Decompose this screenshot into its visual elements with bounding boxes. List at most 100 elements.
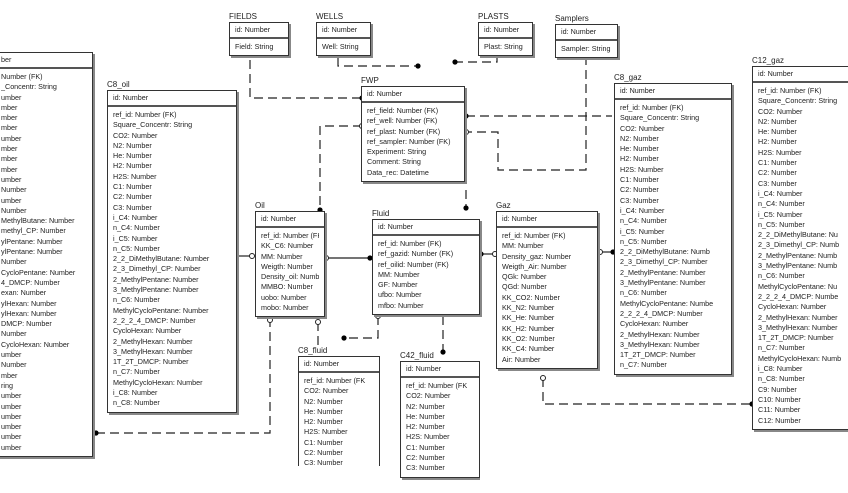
entity-attribute: 1T_2T_DMCP: Number [758, 333, 834, 343]
entity-attribute: H2: Number [758, 137, 797, 147]
entity-attribute: 1T_2T_DMCP: Number [113, 357, 189, 367]
entity-attribute: MMBO: Number [261, 282, 313, 292]
entity-title: WELLS [316, 12, 344, 21]
entity-attribute: C3: Number [620, 195, 659, 205]
entity-attribute: 1T_2T_DMCP: Number [620, 350, 696, 360]
entity-attribute: umber [1, 391, 22, 401]
endpoint-dot [440, 349, 446, 355]
entity-attribute: Square_Concentr: String [620, 113, 700, 123]
entity-attribute: _Concentr: String [1, 82, 57, 92]
entity-attrs: Field: String [230, 39, 288, 55]
entity-attribute: Square_Concentr: String [113, 120, 193, 130]
entity-attribute: 3_MethylPentane: Number [113, 285, 199, 295]
entity-attribute: He: Number [113, 151, 152, 161]
endpoint-dot [452, 59, 458, 65]
entity-plasts[interactable]: PLASTS id: Number Plast: String [478, 12, 533, 57]
entity-fields[interactable]: FIELDS id: Number Field: String [229, 12, 289, 57]
entity-c8-gaz[interactable]: C8_gaz id: Number ref_id: Number (FK)Squ… [614, 73, 732, 375]
entity-title: Gaz [496, 201, 511, 210]
entity-attribute: ylPentane: Number [1, 236, 63, 246]
entity-attrs: Sampler: String [556, 41, 617, 57]
entity-attribute: 2_2_DiMethylButane: Numb [620, 247, 710, 257]
entity-attribute: 2_3_Dimethyl_CP: Number [113, 264, 201, 274]
entity-attribute: MM: Number [261, 251, 303, 261]
entity-attrs: ref_field: Number (FK)ref_well: Number (… [362, 103, 464, 181]
entity-attribute: n_C4: Number [620, 216, 667, 226]
entity-attribute: GF: Number [378, 280, 418, 290]
endpoint-dot [415, 63, 421, 69]
entity-attribute: 3_MethylHexan: Number [113, 346, 193, 356]
entity-attribute: n_C6: Number [758, 271, 805, 281]
entity-attribute: C9: Number [758, 384, 797, 394]
entity-pk: id: Number [753, 67, 848, 83]
endpoint-dot [341, 335, 347, 341]
entity-attribute: C2: Number [113, 192, 152, 202]
entity-attribute: C10: Number [758, 394, 801, 404]
entity-fluid[interactable]: Fluid id: Number ref_id: Number (FK)ref_… [372, 209, 480, 316]
endpoint-ring [249, 253, 255, 259]
entity-attribute: Density_oil: Number [261, 272, 319, 282]
entity-attribute: 2_MethylPentane: Number [620, 267, 706, 277]
entity-attribute: ref_sampler: Number (FK) [367, 136, 451, 146]
link-fwp-oil [319, 125, 362, 210]
entity-attribute: Number [1, 205, 27, 215]
entity-attribute: He: Number [758, 127, 797, 137]
entity-oil[interactable]: Oil id: Number ref_id: Number (FK)KK_C6:… [255, 201, 325, 318]
entity-attribute: KK_H2: Number [502, 323, 555, 333]
entity-attribute: i_C5: Number [758, 209, 803, 219]
entity-attribute: C1: Number [304, 437, 343, 447]
entity-attribute: H2S: Number [758, 147, 802, 157]
entity-attribute: C1: Number [620, 175, 659, 185]
entity-attrs: ref_id: Number (FK)Square_Concentr: Stri… [615, 100, 731, 374]
entity-attribute: n_C7: Number [620, 360, 667, 370]
entity-title: Fluid [372, 209, 390, 218]
entity-attribute: KK_O2: Number [502, 333, 555, 343]
entity-attrs: ref_id: Number (FK)Square_Concentr: Stri… [753, 83, 848, 429]
entity-attribute: 2_MethylHexan: Number [758, 312, 838, 322]
entity-attribute: umber [1, 174, 22, 184]
link-c8oil-oil [96, 320, 271, 434]
entity-attribute: mber [1, 144, 18, 154]
entity-attribute: i_C4: Number [113, 212, 158, 222]
entity-attribute: n_C5: Number [620, 236, 667, 246]
entity-attribute: KK_He: Number [502, 313, 555, 323]
entity-attribute: MethylCycloPentane: Number [113, 305, 209, 315]
link-fields-fwp [249, 60, 362, 99]
entity-gaz[interactable]: Gaz id: Number ref_id: Number (FK)MM: Nu… [496, 201, 598, 369]
entity-attribute: ylPentane: Number [1, 247, 63, 257]
entity-wells[interactable]: WELLS id: Number Well: String [316, 12, 371, 57]
entity-attribute: MM: Number [378, 269, 420, 279]
entity-attribute: mfbo: Number [378, 300, 424, 310]
entity-attribute: 2_MethylHexan: Number [113, 336, 193, 346]
entity-attribute: N2: Number [620, 133, 659, 143]
entity-title: C42_fluid [400, 351, 434, 360]
entity-attribute: H2: Number [406, 422, 445, 432]
entity-pk: id: Number [230, 23, 288, 39]
entity-attribute: ylHexan: Number [1, 298, 57, 308]
entity-attribute: C2: Number [758, 168, 797, 178]
entity-attribute: Number [1, 257, 27, 267]
entity-attribute: CycloHexan: Number [620, 319, 689, 329]
entity-samplers[interactable]: Samplers id: Number Sampler: String [555, 14, 618, 59]
entity-attribute: 3_MethylPentane: Number [620, 278, 706, 288]
entity-attribute: KK_N2: Number [502, 303, 555, 313]
entity-fwp[interactable]: FWP id: Number ref_field: Number (FK)ref… [361, 76, 465, 183]
entity-attribute: mber [1, 154, 18, 164]
entity-attribute: exan: Number [1, 288, 47, 298]
entity-title: Oil [255, 201, 265, 210]
entity-attribute: 2_2_2_4_DMCP: Number [620, 308, 703, 318]
entity-attribute: C2: Number [620, 185, 659, 195]
entity-pk: id: Number [401, 362, 479, 378]
entity-c12-gaz[interactable]: C12_gaz id: Number ref_id: Number (FK)Sq… [752, 56, 848, 430]
entity-attribute: Plast: String [484, 42, 523, 51]
entity-attribute: C3: Number [406, 463, 445, 473]
entity-attribute: n_C4: Number [758, 199, 805, 209]
entity-attribute: MethylButane: Number [1, 216, 75, 226]
link-gaz-c12gaz [542, 378, 752, 405]
entity-c8-oil[interactable]: C8_oil id: Number ref_id: Number (FK)Squ… [107, 80, 237, 413]
entity-attribute: umber [1, 92, 22, 102]
